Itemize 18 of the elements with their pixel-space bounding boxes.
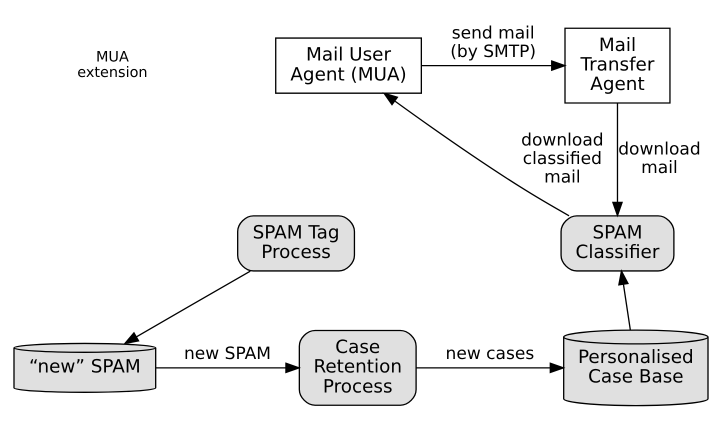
edge-label: download mail xyxy=(618,140,701,178)
label: MUA extension xyxy=(77,49,148,82)
node-box: Mail Transfer Agent xyxy=(564,28,671,104)
edge-label: download classified mail xyxy=(521,130,604,188)
node-box: Mail User Agent (MUA) xyxy=(275,37,422,94)
arrow xyxy=(618,269,631,330)
edge-label: send mail (by SMTP) xyxy=(450,24,536,62)
node-box: Case Retention Process xyxy=(298,330,417,406)
node-box: SPAM Classifier xyxy=(560,215,675,272)
node-box: SPAM Tag Process xyxy=(237,215,356,272)
arrow xyxy=(382,92,570,216)
edge-label: new cases xyxy=(446,344,534,364)
arrow xyxy=(156,362,302,374)
edge-label: new SPAM xyxy=(184,344,272,364)
arrow xyxy=(422,60,567,72)
arrow xyxy=(123,270,251,344)
arrow xyxy=(612,103,623,218)
arrow xyxy=(416,362,566,374)
